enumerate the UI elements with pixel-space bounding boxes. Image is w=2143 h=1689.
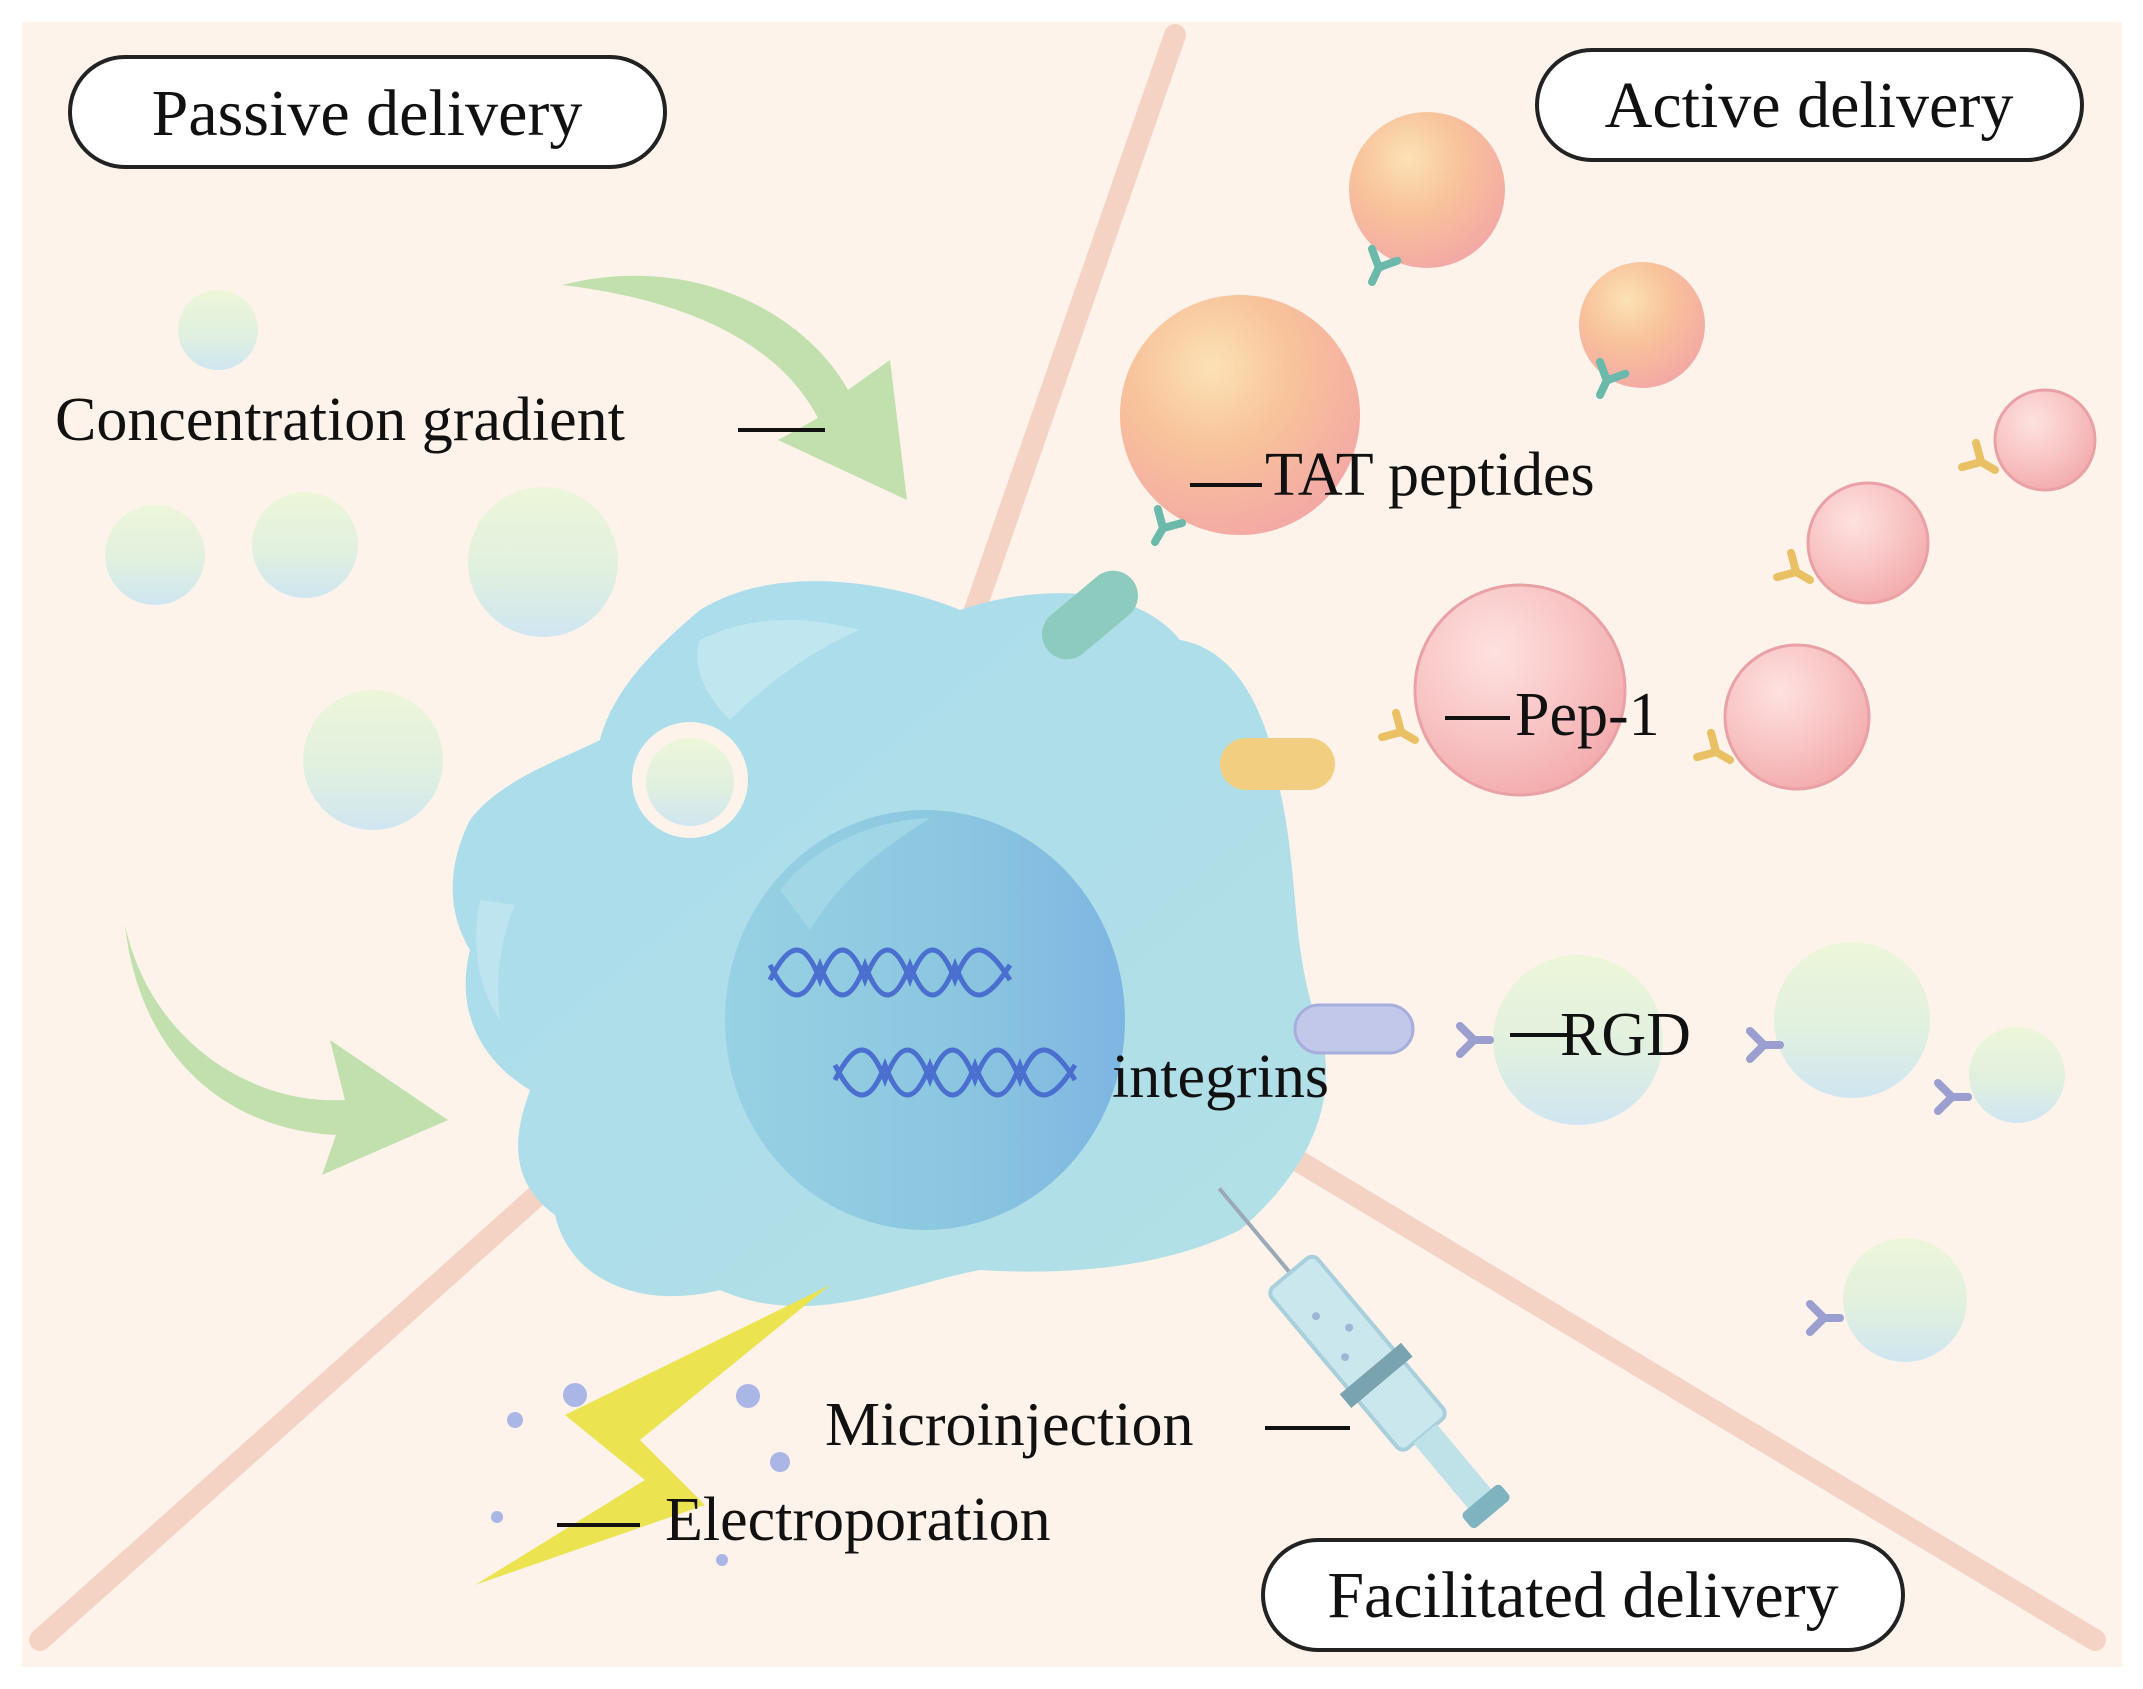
concentration-gradient-label: Concentration gradient — [55, 386, 625, 454]
facilitated-delivery-box: Facilitated delivery — [1261, 1538, 1905, 1652]
bubble — [303, 690, 443, 830]
bubble — [468, 487, 618, 637]
bubble — [1806, 481, 1930, 605]
bubble — [1349, 112, 1505, 268]
bubble — [178, 290, 258, 370]
bubble — [1493, 955, 1663, 1125]
bubble — [1993, 388, 2097, 492]
bubble — [1413, 583, 1627, 797]
bubble — [1120, 295, 1360, 535]
active-delivery-box: Active delivery — [1535, 48, 2084, 162]
rgd-label: RGD — [1560, 1001, 1691, 1069]
leader-lines — [557, 428, 1570, 1527]
arrow-icon — [562, 275, 907, 500]
electroporation-dots — [491, 1383, 790, 1566]
active-delivery-label: Active delivery — [1605, 69, 2014, 142]
syringe-icon — [1217, 1187, 1510, 1529]
dna-icon — [767, 947, 1078, 1098]
integrin-receptor — [1293, 1003, 1415, 1055]
bubble — [646, 738, 734, 826]
integrins-label: integrins — [1112, 1043, 1329, 1111]
bubble — [1723, 643, 1871, 791]
passive-delivery-label: Passive delivery — [152, 77, 583, 150]
pep1-label: Pep-1 — [1515, 681, 1660, 749]
bubble — [1579, 262, 1705, 388]
nucleus — [725, 810, 1125, 1230]
bubble — [1969, 1027, 2065, 1123]
section-dividers — [29, 24, 2106, 1651]
bubble — [1843, 1238, 1967, 1362]
passive-delivery-box: Passive delivery — [68, 55, 667, 169]
cell-highlight — [476, 900, 515, 1020]
bubble — [1774, 942, 1930, 1098]
microinjection-label: Microinjection — [825, 1391, 1193, 1459]
tat-receptor — [1042, 570, 1138, 660]
arrow-icon — [125, 925, 448, 1175]
passive-bubbles — [105, 290, 618, 830]
bubble — [105, 505, 205, 605]
nucleus-highlight — [780, 818, 930, 930]
facilitated-delivery-label: Facilitated delivery — [1327, 1559, 1838, 1632]
bubble — [252, 492, 358, 598]
tat-peptides-label: TAT peptides — [1265, 441, 1595, 509]
electroporation-label: Electroporation — [665, 1486, 1051, 1554]
pep1-receptor — [1220, 738, 1335, 790]
active-bubbles — [1120, 112, 2097, 1362]
cell-highlight — [697, 620, 860, 720]
